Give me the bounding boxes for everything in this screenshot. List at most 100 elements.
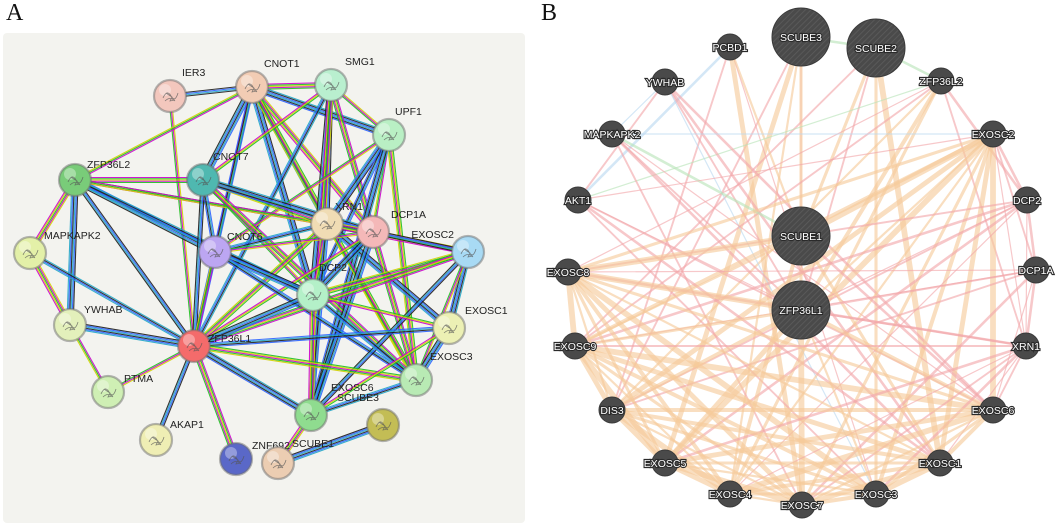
node-b-circle (716, 480, 744, 508)
node-a-xrn1[interactable]: XRN1 (309, 201, 363, 242)
node-a-structure-glyph (375, 421, 392, 431)
node-b-exosc4[interactable]: EXOSC4 (708, 480, 753, 508)
node-a-zfp36l1[interactable]: ZFP36L1 (176, 328, 251, 364)
edge-a-strand (194, 344, 312, 415)
node-b-scube1[interactable]: SCUBE1 (771, 206, 831, 266)
node-a-label: DCP1A (391, 209, 426, 221)
node-b-dcp2[interactable]: DCP2 (1012, 186, 1042, 214)
node-b-scube2[interactable]: SCUBE2 (846, 18, 906, 78)
node-b-exosc8[interactable]: EXOSC8 (546, 258, 591, 286)
node-b-dcp1a[interactable]: DCP1A (1017, 256, 1055, 284)
edge-a-strand (310, 378, 416, 415)
edge-b-dis3-exosc3 (610, 408, 878, 496)
edge-a-strand (252, 84, 390, 134)
node-a-ptma[interactable]: PTMA (90, 373, 153, 410)
edge-a-zfp36l1-exosc6 (192, 342, 313, 419)
edge-a-strand (248, 87, 311, 297)
node-a-cnot7[interactable]: CNOT7 (185, 151, 249, 198)
node-a-exosc3[interactable]: EXOSC3 (398, 351, 473, 398)
node-b-scube3[interactable]: SCUBE3 (771, 7, 831, 67)
edge-b-scube1-exosc9 (573, 234, 803, 348)
edge-a-smg1-cnot7 (201, 83, 333, 182)
edge-a-strand (203, 85, 333, 182)
edge-a-strand (192, 348, 310, 419)
node-b-pcbd1[interactable]: PCBD1 (711, 33, 749, 61)
node-b-label: AKT1 (565, 195, 591, 207)
edge-b-scube3-exosc4 (728, 35, 803, 496)
edge-a-strand (194, 232, 374, 348)
edge-a-strand (312, 295, 416, 381)
edge-a-strand (193, 346, 416, 382)
edge-a-dcp1a-exosc6 (307, 230, 377, 417)
edge-a-strand (389, 134, 418, 380)
edge-a-strand (193, 345, 417, 381)
edge-b-exosc2-akt1 (577, 133, 994, 201)
edge-b-exosc8-exosc1 (566, 270, 942, 465)
node-b-exosc7[interactable]: EXOSC7 (780, 491, 825, 519)
node-a-label: ZFP36L2 (87, 159, 130, 171)
node-a-exosc6[interactable]: EXOSC6 (293, 382, 374, 433)
node-a-cnot6[interactable]: CNOT6 (197, 231, 263, 270)
node-b-circle (651, 68, 679, 96)
edge-a-strand (204, 87, 255, 182)
node-b-akt1[interactable]: AKT1 (564, 186, 592, 214)
node-a-exosc2[interactable]: EXOSC2 (411, 229, 486, 270)
node-a-mapkapk2[interactable]: MAPKAPK2 (12, 230, 101, 271)
node-a-structure-glyph (228, 455, 245, 465)
edge-a-strand (216, 248, 315, 293)
node-b-exosc5[interactable]: EXOSC5 (643, 449, 688, 477)
edge-a-strand (311, 296, 416, 382)
node-a-label: AKAP1 (170, 419, 204, 431)
node-a-label: CNOT6 (227, 231, 263, 243)
node-b-ywhab[interactable]: YWHAB (645, 68, 685, 96)
node-a-exosc1[interactable]: EXOSC1 (431, 305, 508, 346)
edge-b-dcp2-zfp36l1 (800, 199, 1028, 311)
node-a-label: EXOSC1 (465, 305, 508, 317)
node-a-structure-glyph (270, 459, 287, 469)
node-b-xrn1[interactable]: XRN1 (1011, 332, 1041, 360)
node-a-dcp2[interactable]: DCP2 (295, 262, 347, 313)
edge-b-pcbd1-dis3 (611, 46, 731, 411)
edge-b-exosc8-zfp36l1 (565, 269, 804, 313)
node-a-akap1[interactable]: AKAP1 (138, 419, 204, 458)
edge-a-strand (193, 345, 237, 460)
edge-a-strand (195, 225, 330, 349)
edge-a-strand (74, 86, 253, 181)
node-a-structure-glyph (100, 388, 117, 398)
edge-a-strand (203, 176, 375, 230)
edge-a-strand (252, 85, 390, 135)
network-a-edges (27, 81, 472, 467)
node-b-mapkapk2[interactable]: MAPKAPK2 (583, 120, 642, 148)
edge-a-strand (195, 87, 255, 347)
edge-a-strand (170, 95, 196, 346)
edge-a-strand (311, 295, 315, 416)
node-b-zfp36l1[interactable]: ZFP36L1 (771, 280, 831, 340)
node-b-exosc6[interactable]: EXOSC6 (971, 396, 1016, 424)
edge-a-cnot1-upf1 (250, 83, 391, 139)
edge-b-exosc8-exosc7 (565, 269, 805, 508)
node-a-cnot1[interactable]: CNOT1 (234, 58, 300, 105)
edge-b-zfp36l2-xrn1 (940, 80, 1027, 347)
node-a-zfp36l2[interactable]: ZFP36L2 (57, 159, 130, 198)
node-b-zfp36l2[interactable]: ZFP36L2 (918, 67, 964, 95)
node-a-smg1[interactable]: SMG1 (313, 56, 375, 103)
node-a-scube3[interactable]: SCUBE3 (337, 392, 401, 443)
edge-a-strand (387, 135, 416, 381)
edge-b-exosc2-zfp36l1 (799, 132, 995, 312)
node-b-exosc9[interactable]: EXOSC9 (553, 332, 598, 360)
node-a-dcp1a[interactable]: DCP1A (355, 209, 426, 250)
node-a-ywhab[interactable]: YWHAB (52, 304, 123, 343)
edge-b-zfp36l1-xrn1 (800, 309, 1027, 347)
edge-a-strand (214, 221, 327, 251)
node-b-exosc3[interactable]: EXOSC3 (854, 480, 899, 508)
edge-b-zfp36l1-exosc6 (799, 308, 995, 412)
edge-b-mapkapk2-exosc6 (611, 133, 994, 411)
node-a-ier3[interactable]: IER3 (152, 67, 206, 114)
node-a-upf1[interactable]: UPF1 (371, 106, 422, 153)
node-a-scube1[interactable]: SCUBE1 (260, 438, 334, 481)
edge-a-strand (312, 295, 317, 416)
node-b-exosc2[interactable]: EXOSC2 (971, 120, 1016, 148)
node-b-dis3[interactable]: DIS3 (598, 396, 626, 424)
node-a-structure-glyph (408, 376, 425, 386)
node-b-exosc1[interactable]: EXOSC1 (918, 449, 963, 477)
